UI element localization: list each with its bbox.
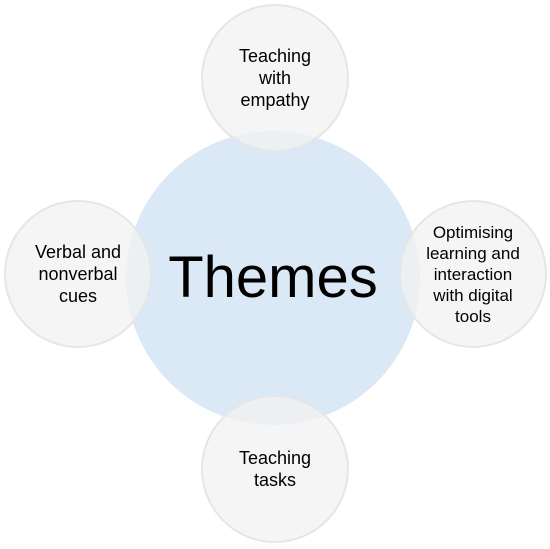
- theme-label: Optimising learning and interaction with…: [426, 222, 520, 326]
- theme-circle-teaching-with-empathy: Teaching with empathy: [201, 4, 349, 152]
- center-circle: Themes: [126, 131, 420, 425]
- theme-label: Teaching with empathy: [238, 46, 312, 110]
- theme-circle-optimising-learning: Optimising learning and interaction with…: [399, 200, 547, 348]
- theme-label: Teaching tasks: [238, 448, 312, 490]
- theme-label: Verbal and nonverbal cues: [34, 242, 122, 306]
- theme-circle-teaching-tasks: Teaching tasks: [201, 395, 349, 543]
- theme-circle-verbal-nonverbal-cues: Verbal and nonverbal cues: [4, 200, 152, 348]
- center-label: Themes: [168, 245, 378, 310]
